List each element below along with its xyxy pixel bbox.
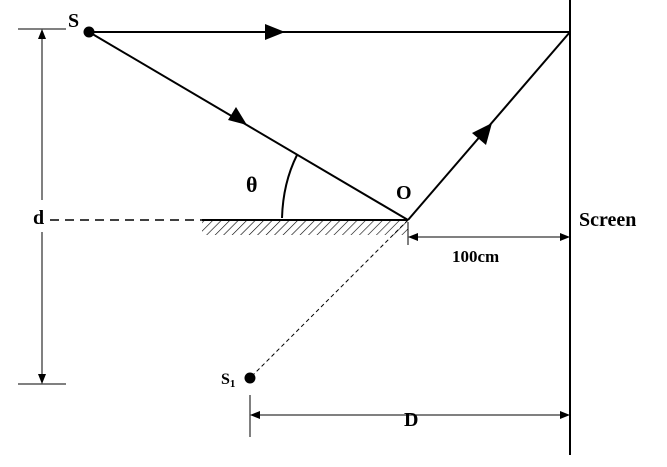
virtual-ray-dashed	[249, 219, 409, 379]
reflected-ray-arrow	[472, 123, 492, 145]
direct-ray-arrow	[265, 24, 285, 40]
source-to-screen-label: D	[404, 409, 418, 431]
incident-ray	[88, 31, 409, 221]
d-label: d	[33, 207, 44, 229]
mirror-to-screen-label: 100cm	[452, 247, 499, 266]
image-source-label: S1	[221, 371, 235, 390]
incident-ray-arrow	[228, 107, 247, 125]
image-source-label-main: S	[221, 371, 230, 388]
mirror-hatching	[202, 220, 408, 235]
source-point	[83, 26, 95, 38]
image-source-label-sub: 1	[230, 378, 236, 390]
angle-arc	[281, 154, 298, 219]
image-source-point	[244, 372, 256, 384]
source-label: S	[68, 10, 79, 32]
angle-label: θ	[246, 172, 257, 197]
screen-label: Screen	[579, 209, 636, 231]
point-o-label: O	[396, 182, 412, 204]
